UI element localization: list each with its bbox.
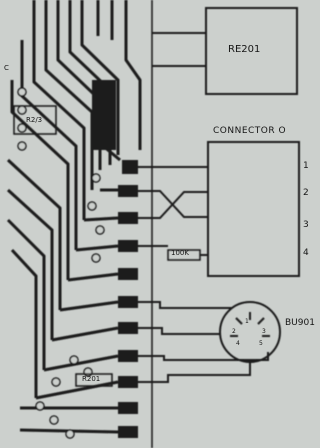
bu901-pin-label-4: 4 [236,340,240,347]
re201-label: RE201 [228,44,261,55]
bu901-label: BU901 [285,318,315,328]
bu901-wires [138,301,269,383]
bu901-socket [219,301,281,363]
connector-wires [138,166,208,261]
resistor-r201 [75,373,113,387]
pcb-vias [17,87,105,439]
pcb-pads [118,160,138,438]
bu901-pin-label-2: 2 [232,328,236,335]
pcb-label-r2r3: R2/3 [26,116,43,124]
pcb-label-c: C [4,64,9,72]
connector-pin-4: 4 [303,248,309,258]
resistor-100k-label: 100K [171,249,189,257]
connector-pin-1: 1 [303,161,309,171]
bu901-pin-label-5: 5 [259,340,263,347]
connector-pin-2: 2 [303,188,309,198]
pcb-component-dark [92,80,116,150]
pcb-label-r201: R201 [82,375,101,383]
bu901-pin-label-3: 3 [262,328,266,335]
pcb-component-r2 [13,105,57,135]
bu901-pins [230,312,270,337]
bu901-pin-label-1: 1 [245,318,249,325]
re201-block [205,7,298,95]
connector-title: CONNECTOR O [213,126,287,136]
connector-block [207,141,300,277]
connector-pin-3: 3 [303,220,309,230]
